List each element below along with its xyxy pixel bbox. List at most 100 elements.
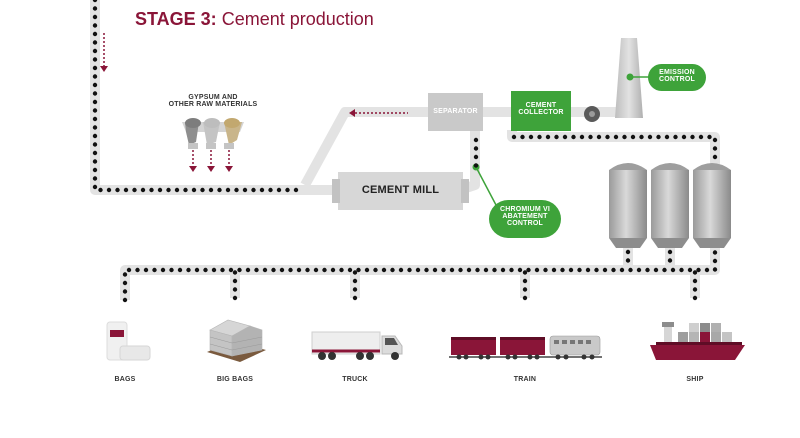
conveyor-dot: [208, 187, 214, 193]
conveyor-dot: [712, 258, 718, 264]
conveyor-dot: [228, 267, 234, 273]
conveyor-dot: [585, 267, 591, 273]
train-icon: [449, 335, 602, 360]
conveyor-dot: [449, 267, 455, 273]
conveyor-dot: [174, 187, 180, 193]
conveyor-dot: [259, 187, 265, 193]
conveyor-dot: [594, 267, 599, 273]
fan-icon: [584, 106, 600, 122]
conveyor-dot: [639, 134, 644, 140]
conveyor-dot: [712, 267, 718, 272]
conveyor-dot: [681, 134, 687, 140]
output-label-big-bags: BIG BAGS: [216, 376, 254, 383]
conveyor-dot: [667, 258, 673, 263]
conveyor-dot: [526, 267, 531, 273]
conveyor-dot: [92, 133, 98, 139]
conveyor-dot: [483, 267, 489, 273]
conveyor-dot: [92, 116, 98, 122]
bags-icon: [106, 321, 151, 361]
conveyor-dot: [92, 31, 98, 37]
stage-name: Cement production: [221, 9, 374, 29]
conveyor-dot: [92, 57, 98, 62]
conveyor-dot: [656, 134, 661, 140]
conveyor-dot: [432, 267, 438, 273]
conveyor-dot: [690, 134, 695, 140]
conveyor-dot: [92, 99, 98, 105]
conveyor-dot: [545, 134, 551, 140]
conveyor-dot: [194, 267, 200, 273]
conveyor-dot: [415, 267, 421, 273]
conveyor-dot: [92, 91, 98, 96]
conveyor-dot: [268, 187, 273, 193]
output-label-ship: SHIP: [686, 376, 704, 383]
conveyor-dot: [262, 267, 268, 273]
conveyor-dot: [166, 187, 171, 193]
raw-materials-hoppers: [182, 118, 244, 149]
conveyor-dot: [622, 134, 627, 140]
conveyor-dot: [126, 267, 132, 273]
conveyor-dot: [330, 267, 336, 273]
conveyor-dot: [92, 40, 98, 45]
conveyor-dot: [390, 267, 395, 273]
conveyor-dot: [242, 187, 248, 193]
conveyor-dot: [92, 150, 98, 156]
conveyor-dot: [667, 249, 673, 255]
conveyor-dot: [296, 267, 302, 273]
conveyor-dot: [522, 278, 528, 284]
conveyor-dot: [537, 134, 542, 140]
conveyor-dot: [135, 267, 140, 273]
stage-number: STAGE 3:: [135, 9, 217, 29]
conveyor-dot: [232, 270, 238, 275]
conveyor-dot: [322, 267, 327, 273]
conveyor-dot: [466, 267, 472, 273]
conveyor-dot: [500, 267, 506, 273]
conveyor-dot: [588, 134, 593, 140]
conveyor-dot: [92, 82, 98, 88]
separator-box: [428, 93, 483, 131]
conveyor-dot: [551, 267, 557, 273]
conveyor-dot: [271, 267, 276, 273]
conveyor-dot: [704, 267, 710, 273]
conveyor-dot: [473, 146, 479, 151]
conveyor-dot: [92, 184, 98, 190]
conveyor-dot: [92, 6, 98, 11]
conveyor-dot: [625, 249, 631, 255]
conveyor-dot: [245, 267, 251, 273]
conveyor-dot: [191, 187, 197, 193]
conveyor-dot: [149, 187, 154, 193]
conveyor-dot: [473, 137, 479, 143]
conveyor-dot: [673, 134, 678, 140]
conveyor-dot: [560, 267, 565, 273]
conveyor-dot: [288, 267, 293, 273]
conveyor-dot: [625, 258, 631, 263]
conveyor-dot: [203, 267, 208, 273]
output-label-train: TRAIN: [513, 376, 537, 383]
conveyor-dot: [232, 278, 238, 284]
conveyor-dot: [613, 134, 619, 140]
conveyor-dot: [692, 278, 698, 284]
conveyor-dot: [356, 267, 361, 273]
separator-label: SEPARATOR: [433, 108, 478, 115]
conveyor-dot: [579, 134, 585, 140]
conveyor-dot: [92, 0, 98, 3]
conveyor-dot: [577, 267, 582, 273]
conveyor-dot-paths: [92, 0, 718, 303]
emission-control-label: EMISSION CONTROL: [658, 69, 695, 83]
conveyor-dot: [664, 134, 670, 140]
conveyor-dot: [707, 134, 712, 140]
conveyor-dot: [712, 250, 718, 255]
conveyor-dot: [568, 267, 574, 273]
conveyor-dot: [143, 267, 149, 273]
conveyor-dot: [92, 14, 98, 20]
conveyor-dot: [115, 187, 120, 193]
cement-collector-box: [511, 91, 571, 131]
conveyor-dot: [98, 187, 103, 193]
conveyor-dot: [200, 187, 205, 193]
conveyor-dot: [554, 134, 559, 140]
conveyor-dot: [679, 267, 684, 273]
cement-collector-label: CEMENT COLLECTOR: [518, 102, 564, 116]
conveyor-dot: [305, 267, 310, 273]
big-bags-icon: [207, 319, 266, 362]
conveyor-dot: [140, 187, 146, 193]
page-title: STAGE 3: Cement production: [135, 9, 374, 30]
